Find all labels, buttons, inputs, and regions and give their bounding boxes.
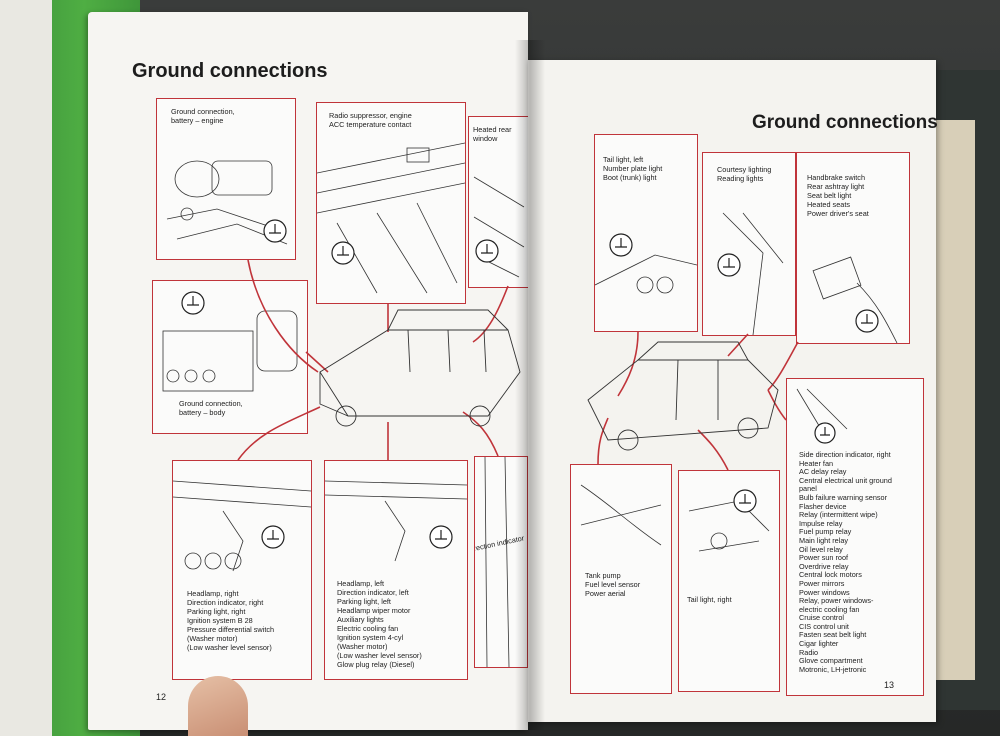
- paper-stack-right: [935, 120, 975, 680]
- panel-tail-light-right: Tail light, right: [678, 470, 780, 692]
- right-page-title: Ground connections: [752, 112, 938, 133]
- right-car-diagram: [587, 331, 799, 471]
- left-car-diagram: [237, 259, 521, 461]
- left-page-number: 12: [156, 692, 167, 702]
- book-gutter: [515, 40, 545, 730]
- panel-tail-light-left: Tail light, left Number plate light Boot…: [594, 134, 698, 332]
- side-indicator-illustration: [484, 457, 510, 667]
- thumb: [188, 676, 248, 736]
- paper-stack-left: [0, 0, 52, 736]
- courtesy-lighting-illustration: [717, 212, 784, 335]
- panel-handbrake-switch: Handbrake switch Rear ashtray light Seat…: [796, 152, 910, 344]
- panel-headlamp-left: Headlamp, left Direction indicator, left…: [324, 460, 468, 680]
- battery-body-illustration: [162, 291, 298, 392]
- panel-side-indicator-right: Side direction indicator, right Heater f…: [786, 378, 924, 696]
- tail-light-left-illustration: [595, 233, 697, 294]
- panel-courtesy-lighting: Courtesy lighting Reading lights: [702, 152, 796, 336]
- left-page-title: Ground connections: [132, 60, 328, 82]
- panel-tank-pump: Tank pump Fuel level sensor Power aerial: [570, 464, 672, 694]
- rear-window-illustration: [473, 176, 525, 278]
- engine-illustration: [166, 160, 288, 245]
- right-page: Ground connections Tail light, left Numb…: [528, 60, 938, 722]
- panel-headlamp-right: Headlamp, right Direction indicator, rig…: [172, 460, 312, 680]
- panel-heated-rear-window: Heated rear window: [468, 116, 530, 288]
- panel-battery-engine: Ground connection, battery – engine: [156, 98, 296, 260]
- left-page: Ground connections Ground connection, ba…: [88, 12, 530, 730]
- right-page-number: 13: [884, 680, 895, 690]
- engine-bay-illustration: [317, 142, 465, 294]
- tank-pump-illustration: [580, 484, 662, 546]
- panel-side-indicator: Side direction indicator: [474, 456, 528, 668]
- tail-light-right-illustration: [688, 489, 770, 552]
- handbrake-illustration: [812, 256, 898, 343]
- dashboard-illustration: [796, 388, 848, 444]
- panel-radio-suppressor: Radio suppressor, engine ACC temperature…: [316, 102, 466, 304]
- panel-battery-body: Ground connection, battery – body: [152, 280, 308, 434]
- headlamp-left-illustration: [325, 480, 467, 562]
- headlamp-right-illustration: [173, 480, 311, 572]
